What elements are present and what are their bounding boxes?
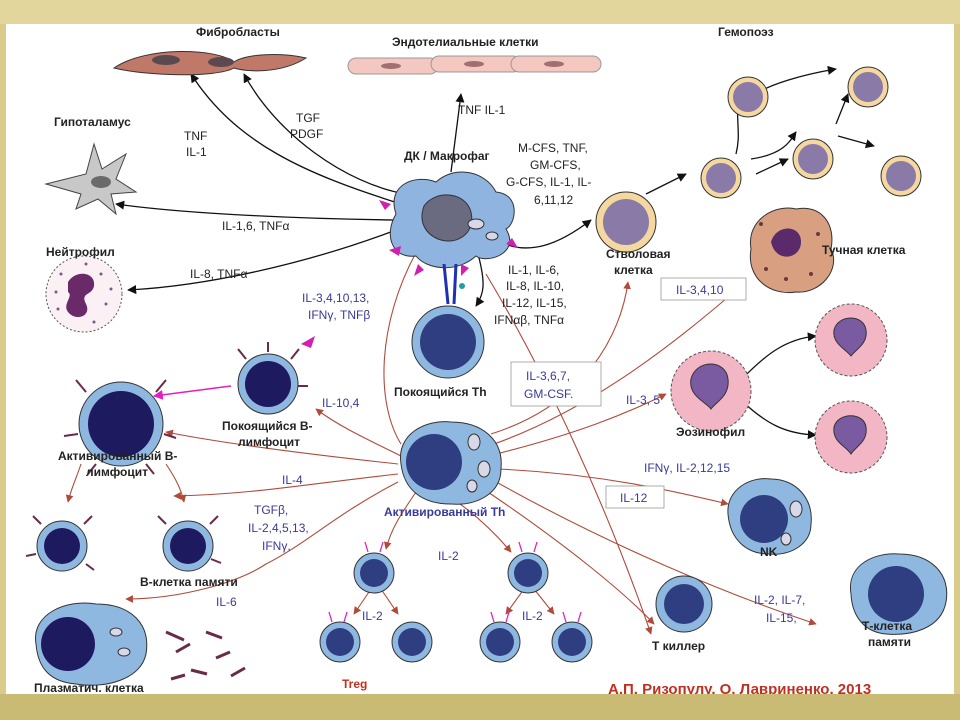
plasma-cell xyxy=(35,602,246,686)
cyto-th-4: IFNαβ, TNFα xyxy=(494,313,564,327)
cyto-il4: IL-4 xyxy=(282,473,303,487)
endothelial-cells xyxy=(347,55,602,75)
label-memory-b: В-клетка памяти xyxy=(140,575,238,589)
cyto-stem-2: GM-CSF. xyxy=(524,387,573,401)
label-activated-b-1: Активированный В- xyxy=(58,449,177,463)
label-memory-t-2: памяти xyxy=(868,635,911,649)
hypothalamus-neuron xyxy=(44,142,138,216)
cyto-mem-t-1: IL-2, IL-7, xyxy=(754,593,805,607)
cyto-il16tnf: IL-1,6, TNFα xyxy=(222,219,289,233)
nk-cell xyxy=(727,478,812,555)
hemopoiesis-cells xyxy=(700,66,922,199)
cyto-hypo-2: IL-1 xyxy=(186,145,207,159)
cyto-tgf-2: IL-2,4,5,13, xyxy=(248,521,309,535)
cyto-hemo-3: G-CFS, IL-1, IL- xyxy=(506,175,591,189)
cyto-th-1: IL-1, IL-6, xyxy=(508,263,559,277)
label-stem-cell-1: Стволовая xyxy=(606,247,670,261)
neutrophil-cell xyxy=(45,255,123,333)
label-fibroblasts: Фибробласты xyxy=(196,25,280,39)
eosinophil-cells xyxy=(670,303,888,474)
mast-cell xyxy=(749,207,834,294)
cyto-il2-left: IL-2 xyxy=(362,609,383,623)
label-stem-cell-2: клетка xyxy=(614,263,653,277)
label-resting-b-1: Покоящийся В- xyxy=(222,419,313,433)
author-credit: А.П. Ризопулу, О. Лавриненко, 2013 xyxy=(608,681,871,694)
label-neutrophil: Нейтрофил xyxy=(46,245,115,259)
il12-box xyxy=(605,485,665,509)
t-killer-cell xyxy=(655,575,713,633)
label-resting-b-2: лимфоцит xyxy=(238,435,300,449)
cyto-stem-1: IL-3,6,7, xyxy=(526,369,570,383)
b-daughter-cells xyxy=(25,515,222,572)
cyto-hypo-1: TNF xyxy=(184,129,207,143)
treg-cells xyxy=(319,541,593,663)
label-treg: Treg xyxy=(342,677,367,691)
cyto-hemo-1: M-CFS, TNF, xyxy=(518,141,588,155)
cyto-act-dc-2: IFNγ, TNFβ xyxy=(308,308,370,322)
magenta-arrow xyxy=(153,385,232,400)
label-endothelial: Эндотелиальные клетки xyxy=(392,35,539,49)
cyto-mem-t-2: IL-15, xyxy=(766,611,797,625)
cyto-eos: IL-3, 5 xyxy=(626,393,660,407)
cyto-nk: IFNγ, IL-2,12,15 xyxy=(644,461,730,475)
label-plasma: Плазматич. клетка xyxy=(34,681,144,694)
cyto-il104: IL-10,4 xyxy=(322,396,360,410)
cyto-th-3: IL-12, IL-15, xyxy=(502,296,567,310)
mast-cytokine-box xyxy=(660,277,747,301)
dc-macrophage-cell xyxy=(379,171,518,305)
label-hemopoiesis: Гемопоэз xyxy=(718,25,774,39)
label-t-killer: Т киллер xyxy=(652,639,705,653)
resting-b-cell xyxy=(237,336,315,415)
memory-t-cell xyxy=(850,553,948,635)
label-mast-cell: Тучная клетка xyxy=(822,243,906,257)
cyto-mast: IL-3,4,10 xyxy=(676,283,724,297)
resting-th-cell xyxy=(411,305,485,379)
stem-cytokine-box xyxy=(510,361,602,407)
diagram-slide: Фибробласты Эндотелиальные клетки Гемопо… xyxy=(6,24,954,694)
cyto-endo: TNF IL-1 xyxy=(458,103,506,117)
cyto-tgf-3: IFNγ, xyxy=(262,539,291,553)
cyto-hemo-4: 6,11,12 xyxy=(534,193,573,207)
slide-top-border xyxy=(0,0,960,24)
cyto-il6: IL-6 xyxy=(216,595,237,609)
cyto-il2-top: IL-2 xyxy=(438,549,459,563)
cyto-th-2: IL-8, IL-10, xyxy=(506,279,564,293)
label-dc-macrophage: ДК / Макрофаг xyxy=(404,149,490,163)
cyto-act-dc-1: IL-3,4,10,13, xyxy=(302,291,369,305)
label-activated-th: Активированный Th xyxy=(384,505,505,519)
activated-th-cell xyxy=(400,421,502,505)
stem-cell xyxy=(595,191,657,253)
label-hypothalamus: Гипоталамус xyxy=(54,115,131,129)
label-nk: NK xyxy=(760,545,778,559)
activated-b-cell xyxy=(63,379,177,475)
cyto-tgf-1: TGFβ, xyxy=(254,503,288,517)
label-resting-th: Покоящийся Th xyxy=(394,385,487,399)
slide-bottom-border xyxy=(0,694,960,720)
cytokine-network-diagram: Фибробласты Эндотелиальные клетки Гемопо… xyxy=(25,25,948,694)
cyto-il2-right: IL-2 xyxy=(522,609,543,623)
cyto-fibro-1: TGF xyxy=(296,111,320,125)
cyto-fibro-2: PDGF xyxy=(290,127,323,141)
cyto-il8tnf: IL-8, TNFα xyxy=(190,267,247,281)
cyto-il12: IL-12 xyxy=(620,491,648,505)
cyto-hemo-2: GM-CFS, xyxy=(530,158,581,172)
label-eosinophil: Эозинофил xyxy=(676,425,745,439)
fibroblast-cells xyxy=(112,51,308,76)
label-activated-b-2: лимфоцит xyxy=(86,465,148,479)
label-memory-t-1: Т-клетка xyxy=(862,619,912,633)
